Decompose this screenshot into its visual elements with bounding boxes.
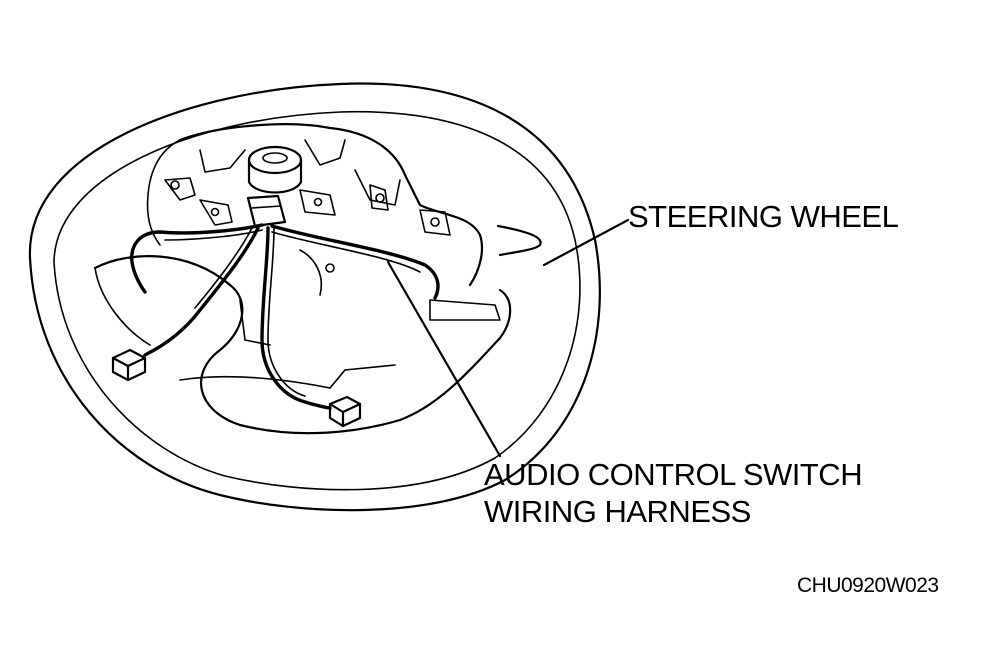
harness-connector-right [328, 395, 362, 428]
harness-connector-left [111, 348, 147, 382]
harness-label: AUDIO CONTROL SWITCH WIRING HARNESS [484, 456, 863, 530]
harness-leader-line [386, 260, 502, 458]
central-connector [246, 194, 287, 228]
audio-control-switch-wiring-harness [130, 223, 440, 410]
figure-code: CHU0920W023 [797, 574, 939, 597]
steering-wheel-hub [146, 123, 501, 389]
hub-boss [247, 145, 303, 194]
harness-label-line2: WIRING HARNESS [484, 494, 751, 529]
harness-label-line1: AUDIO CONTROL SWITCH [484, 457, 863, 492]
steering-wheel-rim [28, 82, 601, 512]
steering-wheel-leader-line [542, 218, 630, 267]
steering-wheel-label: STEERING WHEEL [628, 199, 899, 234]
